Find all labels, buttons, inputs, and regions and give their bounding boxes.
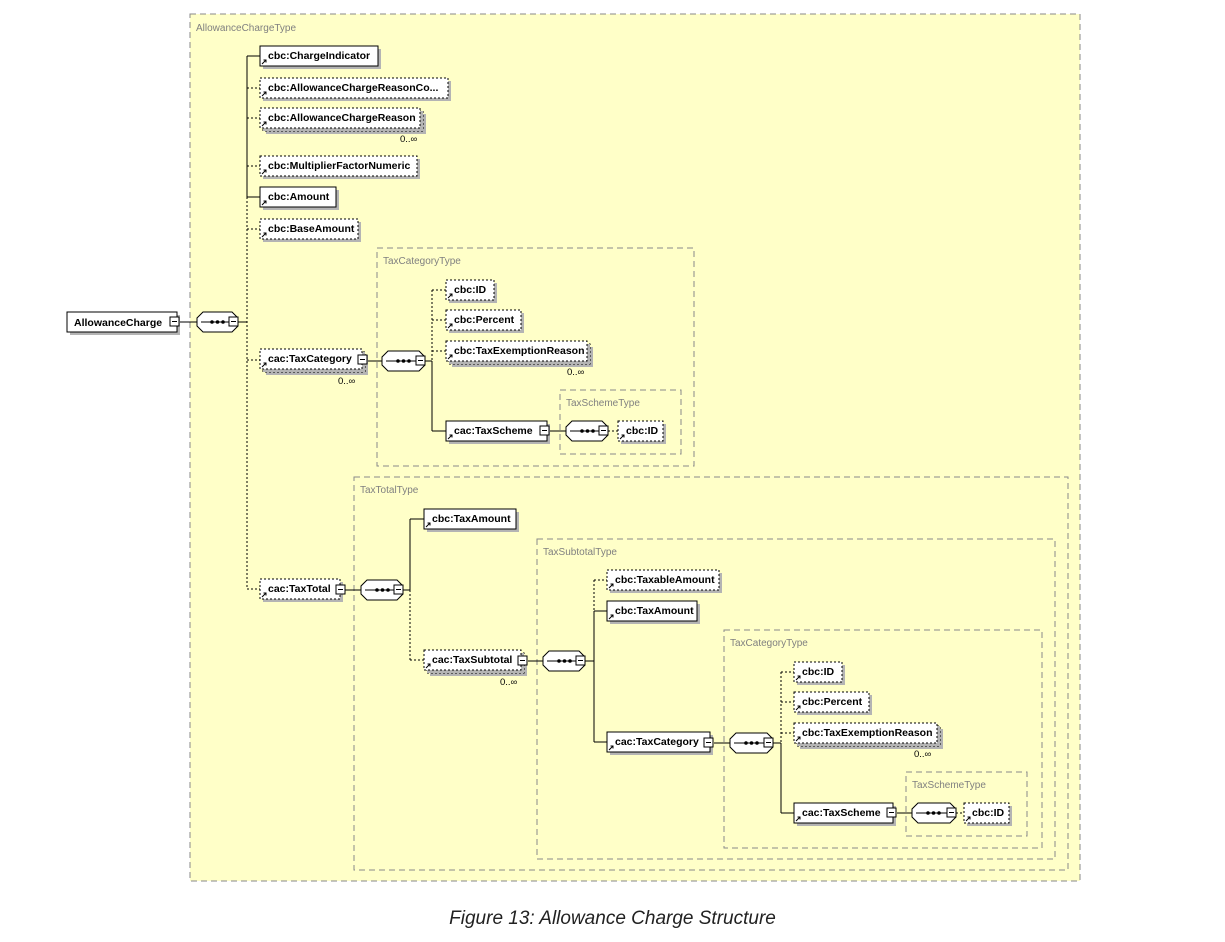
element-label: cac:TaxScheme (802, 807, 881, 819)
element-label: AllowanceCharge (74, 317, 162, 329)
element-label: cac:TaxTotal (268, 583, 331, 595)
element-label: cbc:MultiplierFactorNumeric (268, 160, 411, 172)
element-tax-category[interactable]: cac:TaxCategory 0..∞ (259, 348, 368, 387)
type-label-tax-subtotal-type: TaxSubtotalType (543, 547, 617, 558)
element-id[interactable]: cbc:ID (963, 802, 1012, 826)
type-label-allowance-charge-type: AllowanceChargeType (196, 23, 296, 34)
element-label: cbc:TaxExemptionReason (802, 727, 933, 739)
element-charge-indicator[interactable]: cbc:ChargeIndicator (259, 45, 381, 69)
connectors (180, 55, 964, 814)
allowance-charge-diagram: AllowanceChargeType TaxCategoryType TaxS… (66, 13, 1081, 882)
element-tax-amount[interactable]: cbc:TaxAmount (606, 600, 700, 624)
element-percent[interactable]: cbc:Percent (793, 691, 872, 715)
element-base-amount[interactable]: cbc:BaseAmount (259, 218, 361, 242)
element-tax-exemption-reason[interactable]: cbc:TaxExemptionReason 0..∞ (445, 340, 593, 378)
element-allowance-charge-reason[interactable]: cbc:AllowanceChargeReason 0..∞ (259, 107, 426, 145)
element-label: cbc:TaxAmount (615, 605, 694, 617)
element-tax-scheme[interactable]: cac:TaxScheme (445, 420, 550, 444)
element-id[interactable]: cbc:ID (445, 279, 497, 303)
sequence-compositor (196, 311, 239, 333)
element-label: cbc:ID (802, 666, 835, 678)
element-label: cbc:TaxableAmount (615, 574, 715, 586)
sequence-compositor (565, 420, 609, 442)
element-id[interactable]: cbc:ID (617, 420, 666, 444)
element-tax-scheme[interactable]: cac:TaxScheme (793, 802, 897, 826)
cardinality-label: 0..∞ (400, 134, 418, 145)
cardinality-label: 0..∞ (567, 367, 585, 378)
element-label: cbc:ID (972, 807, 1005, 819)
element-tax-exemption-reason[interactable]: cbc:TaxExemptionReason 0..∞ (793, 722, 943, 760)
sequence-compositor (542, 650, 586, 672)
element-label: cbc:TaxExemptionReason (454, 345, 585, 357)
element-label: cac:TaxSubtotal (432, 654, 512, 666)
type-label-tax-scheme-type-2: TaxSchemeType (912, 780, 986, 791)
element-allowance-charge-reason-code[interactable]: cbc:AllowanceChargeReasonCo... (259, 77, 451, 101)
element-tax-subtotal[interactable]: cac:TaxSubtotal 0..∞ (423, 649, 528, 688)
element-allowance-charge[interactable]: AllowanceCharge (66, 311, 180, 335)
element-amount[interactable]: cbc:Amount (259, 186, 339, 210)
element-label: cbc:ID (454, 284, 487, 296)
element-tax-category[interactable]: cac:TaxCategory (606, 731, 714, 755)
element-label: cbc:Percent (454, 314, 515, 326)
element-tax-total[interactable]: cac:TaxTotal (259, 578, 346, 602)
element-label: cbc:Amount (268, 191, 330, 203)
type-label-tax-category-type-2: TaxCategoryType (730, 638, 808, 649)
element-label: cbc:TaxAmount (432, 513, 511, 525)
figure-caption: Figure 13: Allowance Charge Structure (449, 908, 776, 929)
cardinality-label: 0..∞ (338, 376, 356, 387)
element-label: cbc:Percent (802, 696, 863, 708)
element-label: cbc:AllowanceChargeReasonCo... (268, 82, 438, 94)
element-label: cbc:AllowanceChargeReason (268, 112, 416, 124)
sequence-compositor (729, 732, 774, 754)
element-label: cbc:BaseAmount (268, 223, 355, 235)
element-percent[interactable]: cbc:Percent (445, 309, 524, 333)
cardinality-label: 0..∞ (500, 677, 518, 688)
element-label: cac:TaxCategory (615, 736, 699, 748)
cardinality-label: 0..∞ (914, 749, 932, 760)
sequence-compositor (911, 802, 957, 824)
element-label: cac:TaxCategory (268, 353, 352, 365)
sequence-compositor (381, 350, 426, 372)
element-taxable-amount[interactable]: cbc:TaxableAmount (606, 569, 722, 593)
type-label-tax-scheme-type-1: TaxSchemeType (566, 398, 640, 409)
element-id[interactable]: cbc:ID (793, 661, 845, 685)
element-tax-amount[interactable]: cbc:TaxAmount (423, 508, 519, 532)
type-label-tax-total-type: TaxTotalType (360, 485, 419, 496)
element-multiplier-factor-numeric[interactable]: cbc:MultiplierFactorNumeric (259, 155, 420, 179)
element-label: cbc:ID (626, 425, 659, 437)
type-label-tax-category-type-1: TaxCategoryType (383, 256, 461, 267)
sequence-compositor (360, 579, 404, 601)
element-label: cbc:ChargeIndicator (268, 50, 370, 62)
element-label: cac:TaxScheme (454, 425, 533, 437)
